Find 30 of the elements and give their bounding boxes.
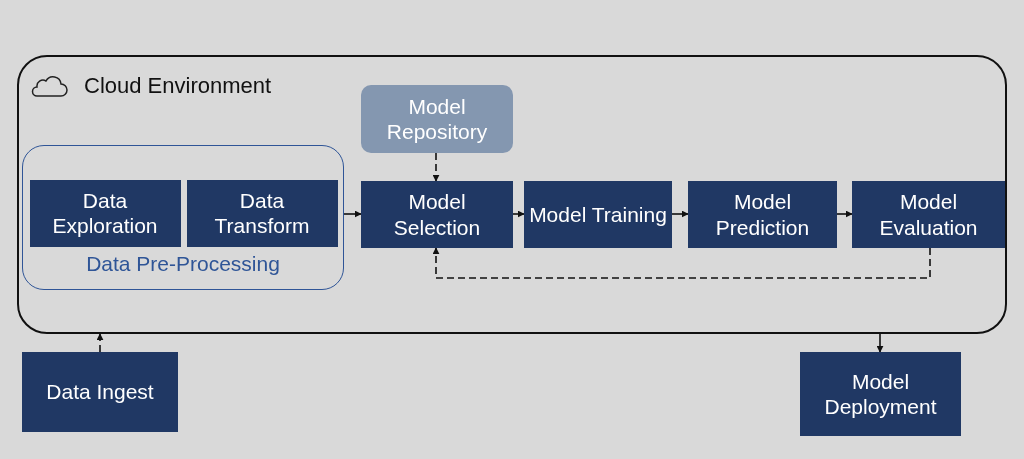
box-label: Data Transform [213,187,311,239]
repository-box [361,85,513,153]
box-label: Model Selection [392,189,482,240]
box-label: Model Training [529,201,667,228]
frame-title: Cloud Environment [84,73,272,99]
box-label: Model Evaluation [878,189,979,240]
arrow [432,247,931,279]
box-label: Model Prediction [714,189,811,240]
box-label: Model Deployment [823,368,938,420]
box-label: Model Repository [385,93,489,145]
process-box [361,181,513,248]
group-frame [22,145,344,290]
group-label: Data Pre-Processing [85,252,281,276]
cloud-environment-frame [17,55,1007,334]
arrow [343,210,362,218]
arrow [512,210,525,218]
process-box [22,352,178,432]
arrow [836,210,853,218]
box-label: Data Ingest [46,379,154,405]
arrow [432,152,440,182]
box-label: Data Exploration [51,187,159,239]
process-box [800,352,961,436]
arrow [671,210,689,218]
arrow [96,333,104,353]
process-box [524,181,672,248]
process-box [852,181,1005,248]
process-box [688,181,837,248]
arrow [876,333,884,353]
process-box [186,179,338,247]
process-box [29,179,181,247]
